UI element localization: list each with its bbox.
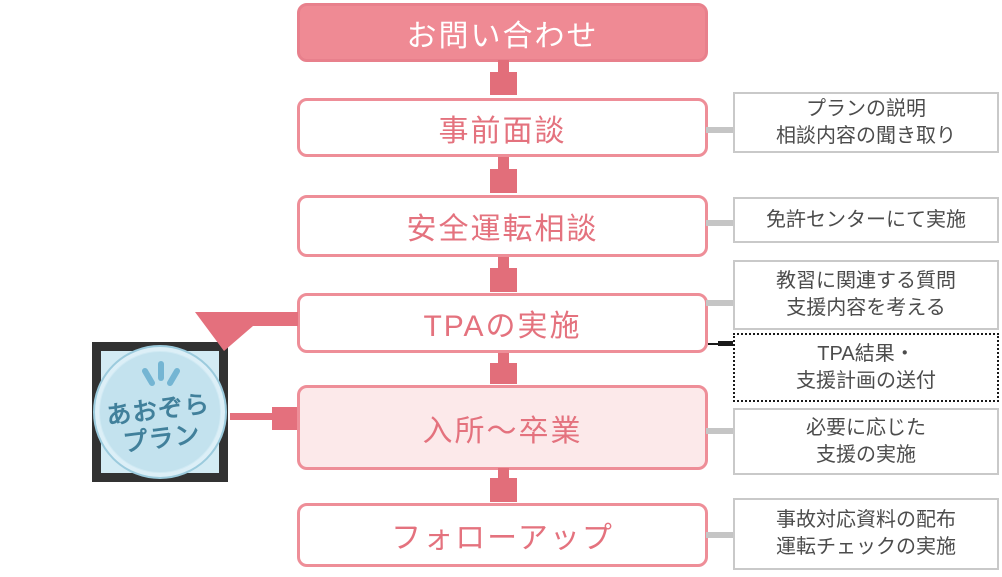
flow-step-pre-interview: 事前面談 [297,98,708,157]
flow-step-inquiry: お問い合わせ [297,3,708,62]
note-line: 事故対応資料の配布 [776,509,956,531]
flow-connector-4-stem [498,353,509,366]
arrow-to-enrollment-stem [230,413,275,420]
note-line: TPA結果・ [817,342,915,365]
note-support-as-needed: 必要に応じた 支援の実施 [733,408,999,475]
step-label: 入所～卒業 [422,414,583,448]
note-line: 相談内容の聞き取り [776,124,956,147]
step-label: 事前面談 [438,114,567,148]
flow-connector-1-head [490,72,517,95]
flow-connector-3-stem [498,257,509,270]
note-connector-2 [706,220,734,226]
flow-connector-2-head [490,169,517,193]
badge-aozora-plan: あおぞら プラン [93,345,227,479]
note-license-center: 免許センターにて実施 [733,197,999,243]
note-training-questions: 教習に関連する質問 支援内容を考える [733,260,999,330]
step-label: フォローアップ [391,522,614,555]
note-tpa-results: TPA結果・ 支援計画の送付 [733,333,999,402]
note-line: プランの説明 [806,97,926,120]
flow-step-tpa: TPAの実施 [297,293,708,353]
rays-icon [142,361,180,386]
flow-connector-3-head [490,268,517,292]
note-line: 支援計画の送付 [796,369,936,392]
badge-label: あおぞら プラン [105,390,215,460]
note-plan-explanation: プランの説明 相談内容の聞き取り [733,92,999,153]
note-connector-6 [706,532,734,538]
flow-connector-2-stem [498,157,509,171]
note-line: 教習に関連する質問 [776,270,956,292]
note-line: 必要に応じた [806,416,926,439]
note-connector-3 [706,300,734,306]
step-label: TPAの実施 [423,310,582,343]
flow-connector-1-stem [498,60,509,74]
step-label: お問い合わせ [406,19,599,53]
note-connector-5 [706,428,734,434]
flow-step-enrollment-graduation: 入所～卒業 [297,385,708,470]
flow-step-follow-up: フォローアップ [297,503,708,567]
note-line: 運転チェックの実施 [776,536,956,558]
arrow-to-enrollment-head [272,407,297,430]
step-label: 安全運転相談 [406,213,599,246]
flow-connector-5-head [490,478,517,502]
flow-step-safe-driving-consult: 安全運転相談 [297,195,708,257]
note-connector-1 [706,127,734,133]
note-connector-4-thin [708,343,721,345]
flow-connector-4-head [490,363,517,384]
flow-connector-5-stem [498,468,509,481]
note-connector-4-thick [718,341,734,346]
arrow-to-tpa [195,312,298,351]
note-line: 支援の実施 [816,443,916,466]
note-line: 支援内容を考える [786,297,946,319]
note-accident-materials: 事故対応資料の配布 運転チェックの実施 [733,498,999,570]
note-line: 免許センターにて実施 [766,208,966,231]
